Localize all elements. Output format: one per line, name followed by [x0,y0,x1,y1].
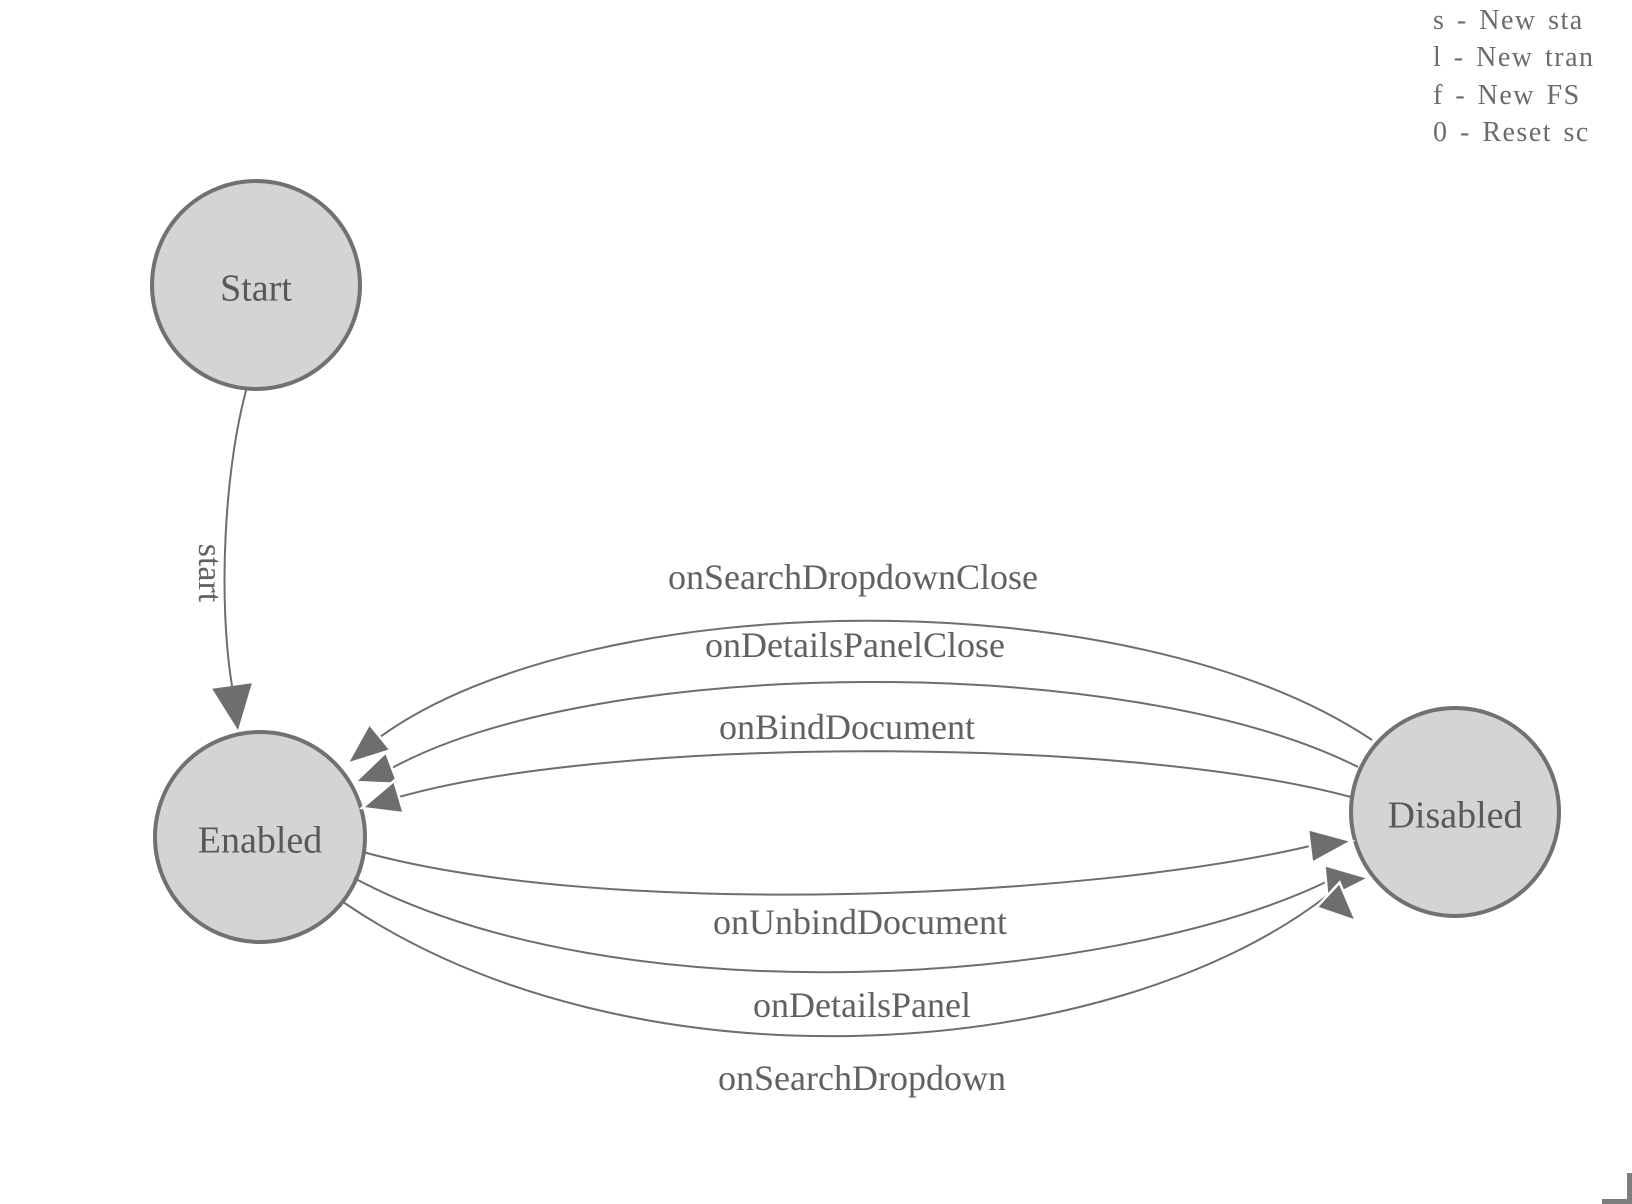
state-circle-disabled[interactable] [1349,706,1561,918]
transition-curve-onDetailsPanelClose[interactable] [391,681,1359,769]
arrowhead-start-transition [212,683,252,730]
transition-label-onUnbindDocument[interactable]: onUnbindDocument [713,902,1007,942]
legend-line-reset: 0 - Reset sc [1433,116,1590,148]
transition-curve-onSearchDropdownClose[interactable] [379,619,1373,741]
arrowhead-onUnbindDocument [1306,827,1356,865]
state-circle-enabled[interactable] [153,730,367,944]
arrowhead-onDetailsPanelClose [352,749,400,786]
transition-curve-onDetailsPanel[interactable] [353,877,1327,974]
transition-label-onDetailsPanel[interactable]: onDetailsPanel [753,985,971,1025]
state-node-enabled[interactable]: Enabled [153,730,367,944]
legend-line-new-transition: l - New tran [1433,42,1595,74]
transition-edge-onSearchDropdownClose[interactable]: onSearchDropdownClose [344,557,1373,767]
state-node-disabled[interactable]: Disabled [1349,706,1561,918]
legend-line-new-state: s - New sta [1433,5,1584,36]
state-label-disabled: Disabled [1387,795,1522,837]
transition-label-onDetailsPanelClose[interactable]: onDetailsPanelClose [705,625,1005,665]
legend-line-new-fsm: f - New FS [1433,79,1581,111]
transition-label-start-transition[interactable]: start [191,544,228,603]
transition-curve-start-transition[interactable] [223,386,248,687]
transition-edge-onUnbindDocument[interactable]: onUnbindDocument [362,827,1356,942]
transition-curve-onSearchDropdown[interactable] [342,894,1329,1038]
state-label-enabled: Enabled [198,820,323,862]
offscreen-panel-corner [1602,1173,1632,1204]
shortcut-legend: s - New sta l - New tran f - New FS 0 - … [1433,2,1595,151]
state-label-start: Start [220,268,292,310]
transition-edge-onDetailsPanelClose[interactable]: onDetailsPanelClose [352,625,1359,786]
corner-vertical-bar [1627,1173,1632,1204]
transition-curve-onUnbindDocument[interactable] [362,845,1311,896]
transition-edge-onBindDocument[interactable]: onBindDocument [359,707,1352,815]
corner-horizontal-bar [1602,1199,1632,1204]
transition-label-onSearchDropdownClose[interactable]: onSearchDropdownClose [668,557,1038,597]
state-circle-start[interactable] [150,179,362,391]
transition-label-onSearchDropdown[interactable]: onSearchDropdown [718,1058,1006,1098]
state-node-start[interactable]: Start [150,179,362,391]
arrowhead-onBindDocument [359,778,406,815]
arrowhead-onSearchDropdown [1314,880,1359,924]
transition-edge-start-transition[interactable]: start [191,386,252,730]
transition-edge-onSearchDropdown[interactable]: onSearchDropdown [342,880,1359,1098]
transition-label-onBindDocument[interactable]: onBindDocument [719,707,975,747]
arrowhead-onSearchDropdownClose [344,721,393,767]
transition-curve-onBindDocument[interactable] [398,750,1352,798]
transition-edge-onDetailsPanel[interactable]: onDetailsPanel [353,863,1373,1025]
